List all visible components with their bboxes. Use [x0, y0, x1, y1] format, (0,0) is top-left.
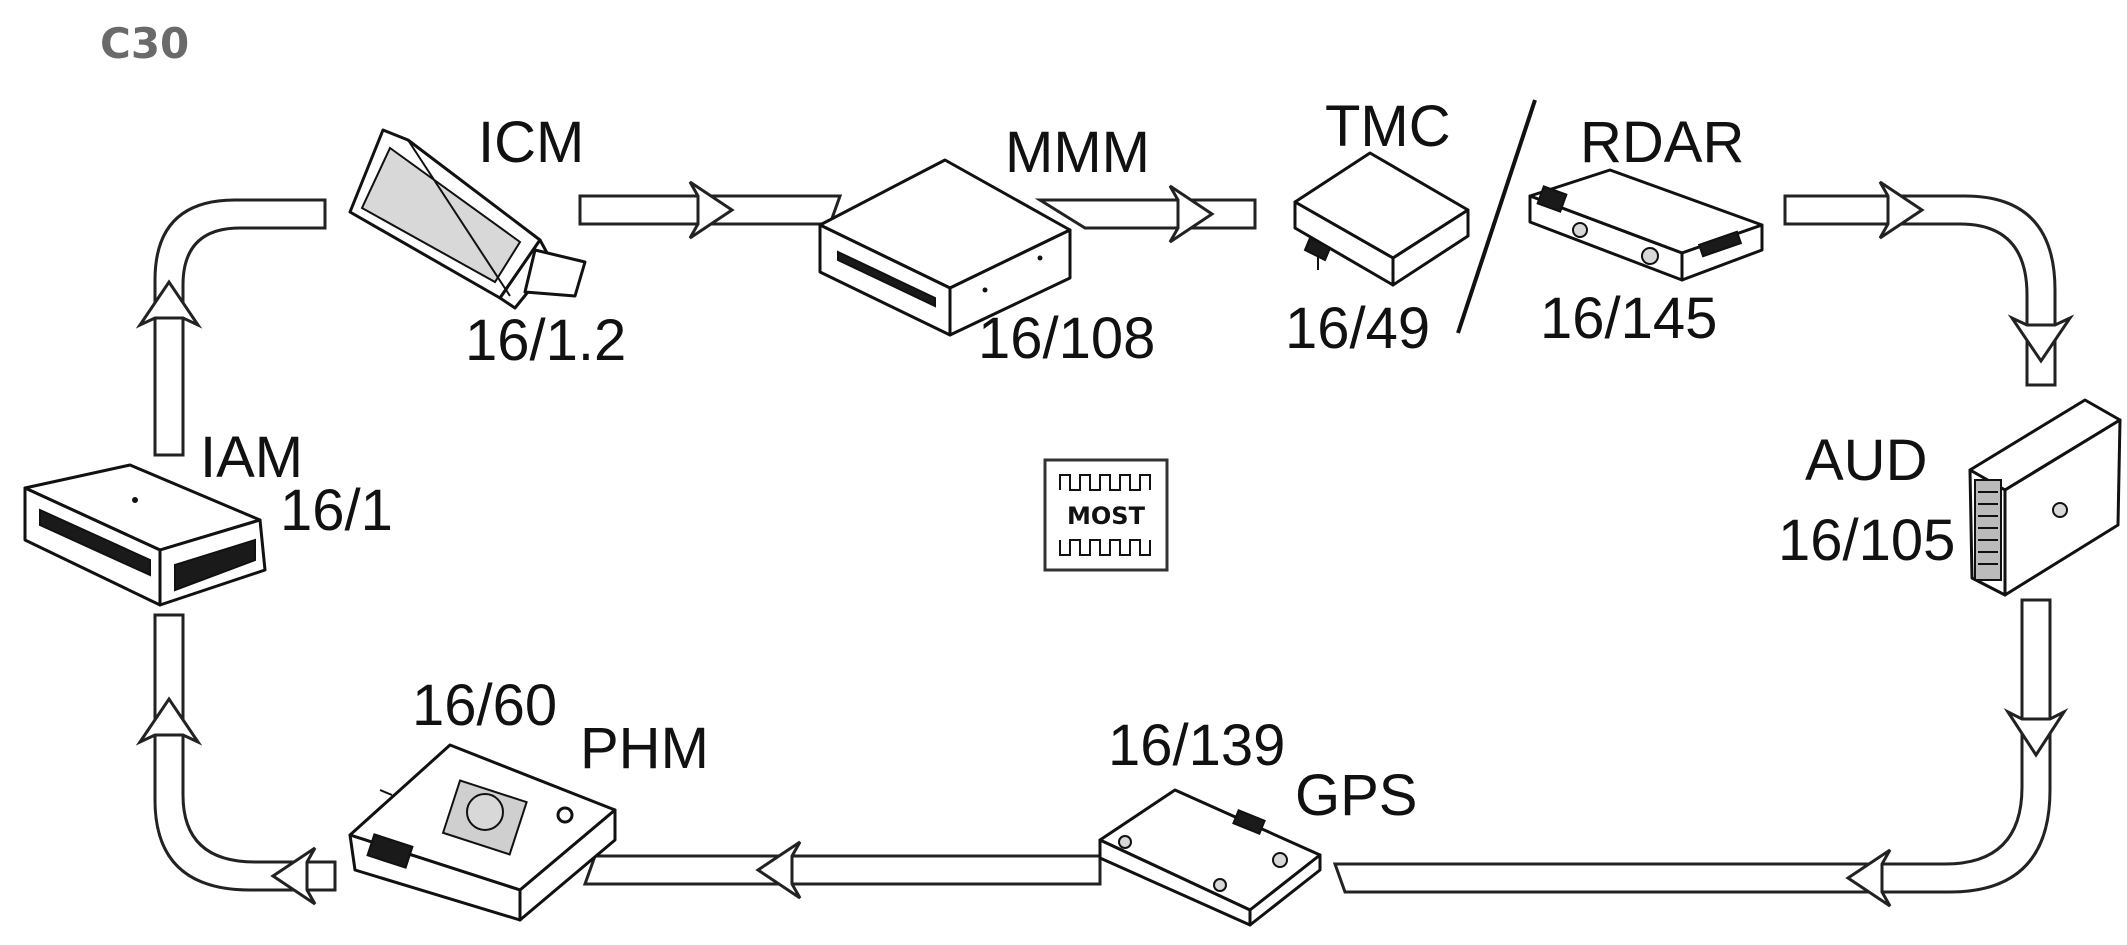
- arrow-up-left-top: [135, 279, 203, 329]
- iam-code-label: IAM: [200, 425, 303, 490]
- tmc-code-label: TMC: [1325, 94, 1451, 159]
- arrow-left-bottom-1: [1845, 848, 1892, 908]
- most-logo-frame: [1043, 458, 1169, 572]
- gps-code-label: GPS: [1295, 763, 1418, 828]
- most-logo-label: MOST: [1067, 502, 1146, 530]
- mmm-code-label: MMM: [1005, 120, 1150, 185]
- most-logo: MOST: [1043, 458, 1169, 572]
- arrow-down-right-top: [2007, 314, 2075, 364]
- aud-number-label: 16/105: [1778, 508, 1955, 573]
- bus-segment-mmm-tmc: [1034, 198, 1257, 230]
- icm-number-label: 16/1.2: [465, 308, 626, 373]
- gps-number-label: 16/139: [1108, 713, 1285, 778]
- iam-number-label: 16/1: [280, 478, 393, 543]
- mmm-device: [818, 158, 1072, 337]
- rdar-device: [1528, 168, 1764, 282]
- gps-device: [1098, 788, 1322, 927]
- arrow-right-top-1: [688, 180, 735, 240]
- arrow-left-bottom-2: [755, 840, 802, 900]
- bus-segment-rdar-aud: [1783, 194, 2057, 387]
- bus-direction-arrows: [135, 180, 2075, 908]
- iam-device: [23, 463, 267, 607]
- arrow-right-top-3: [1878, 180, 1925, 240]
- bus-segment-iam-icm: [153, 198, 327, 457]
- arrow-left-bottom-3: [270, 846, 317, 906]
- arrow-down-right-bottom: [2003, 708, 2069, 758]
- arrow-right-top-2: [1168, 184, 1215, 244]
- aud-device: [1968, 398, 2122, 597]
- bus-segment-gps-phm: [582, 854, 1102, 886]
- mmm-number-label: 16/108: [978, 306, 1155, 371]
- bus-segment-aud-gps: [1332, 598, 2052, 894]
- aud-code-label: AUD: [1805, 428, 1927, 493]
- tmc-number-label: 16/49: [1285, 296, 1430, 361]
- bus-segment-phm-iam: [153, 613, 337, 892]
- tmc-rdar-separator: [1456, 99, 1537, 334]
- phm-code-label: PHM: [580, 716, 709, 781]
- phm-number-label: 16/60: [412, 673, 557, 738]
- icm-code-label: ICM: [478, 110, 584, 175]
- rdar-number-label: 16/145: [1540, 286, 1717, 351]
- tmc-device: [1293, 151, 1470, 287]
- phm-device: [348, 743, 617, 922]
- diagram-title: C30: [100, 19, 189, 68]
- arrow-up-left-bottom: [135, 696, 203, 746]
- icm-device: [348, 128, 587, 310]
- rdar-code-label: RDAR: [1580, 110, 1744, 175]
- most-wave-bottom: [1059, 539, 1151, 556]
- most-wave-top: [1059, 474, 1151, 491]
